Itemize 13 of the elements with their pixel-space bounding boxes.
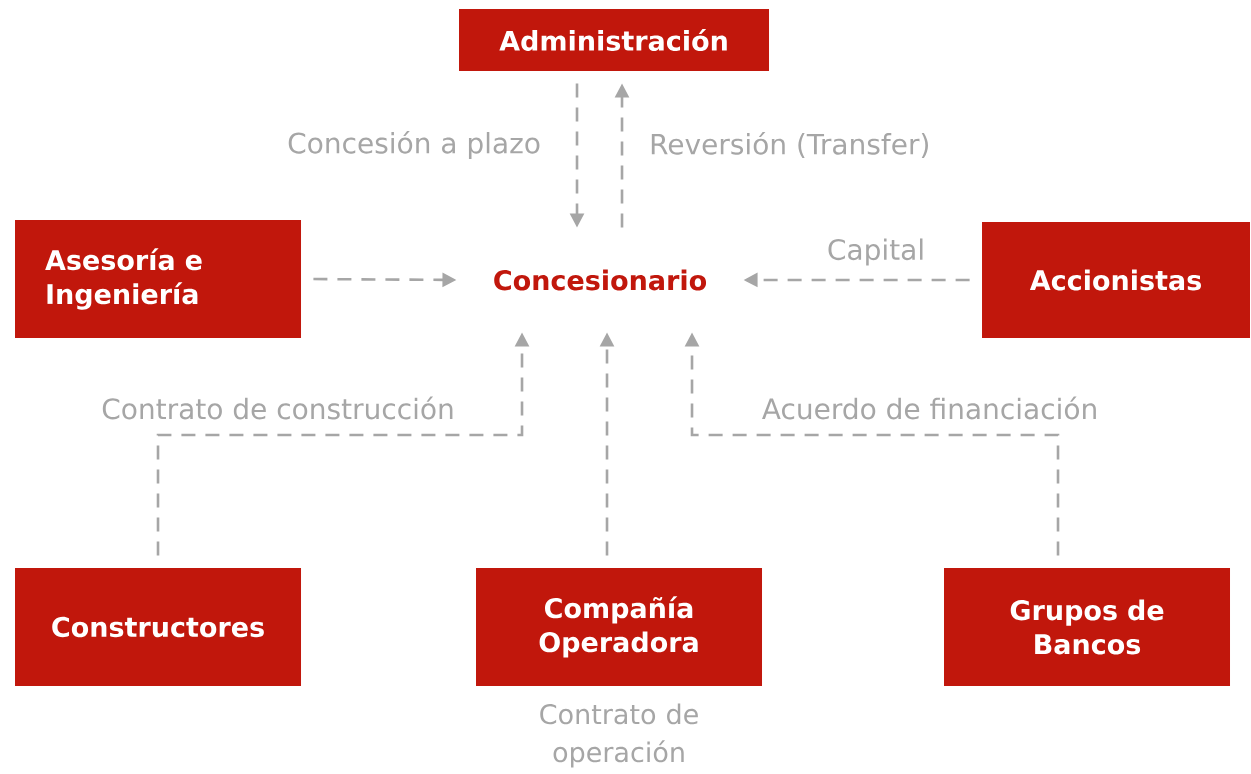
- edge-label: Acuerdo de financiación: [762, 396, 1096, 420]
- edge-label: Contrato de construcción: [102, 396, 453, 420]
- entity-box: Compañía Operadora: [476, 568, 762, 686]
- entity-box: Constructores: [15, 568, 301, 686]
- edge-label: Reversión (Transfer): [651, 131, 928, 159]
- edge-label: Concesión a plazo: [288, 130, 540, 160]
- entity-box: Asesoría e Ingeniería: [15, 220, 301, 338]
- entity-box: Accionistas: [982, 222, 1250, 338]
- entity-box: Administración: [459, 9, 769, 71]
- node-label: Contrato de operación: [540, 703, 698, 768]
- entity-box: Grupos de Bancos: [944, 568, 1230, 686]
- center-label: Concesionario: [494, 269, 707, 291]
- edge-label: Capital: [828, 238, 923, 266]
